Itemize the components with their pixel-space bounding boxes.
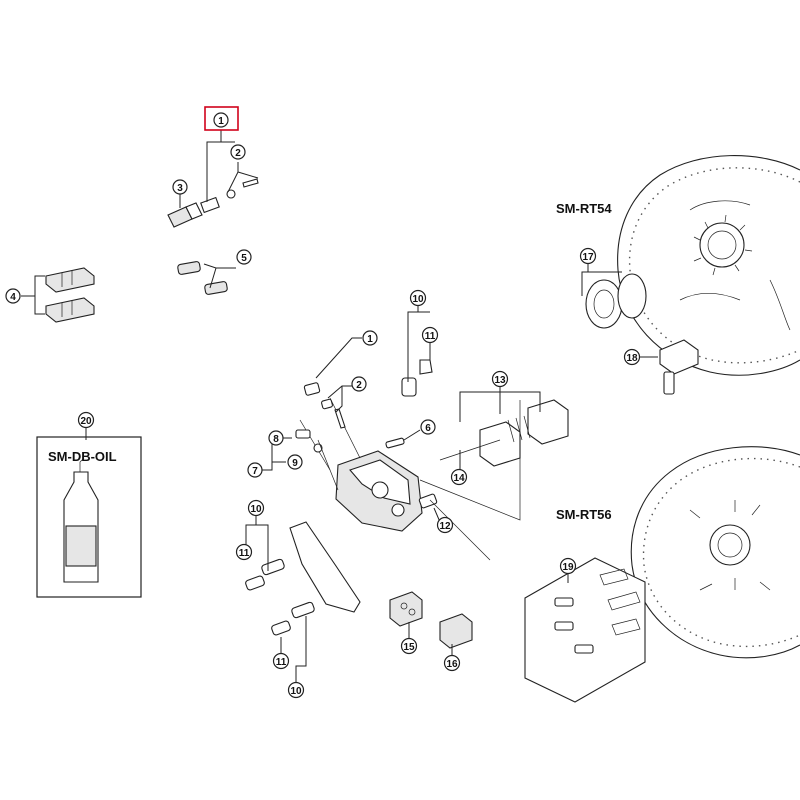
callout-20-text: 20 [80, 416, 92, 427]
callout-19-text: 19 [562, 562, 574, 573]
callout-2b: 2 [351, 376, 367, 392]
callout-11c: 11 [272, 652, 290, 670]
callout-8-text: 8 [273, 434, 279, 445]
callout-20: 20 [77, 411, 95, 429]
callout-10a: 10 [409, 289, 427, 307]
callout-18: 18 [623, 348, 641, 366]
callout-16: 16 [443, 654, 461, 672]
callout-19: 19 [559, 557, 577, 575]
brake-hose [120, 220, 310, 386]
callout-17-text: 17 [582, 252, 594, 263]
callouts: 1 2 3 4 5 1 2 10 11 13 6 8 7 9 14 12 10 … [5, 106, 641, 699]
callout-11a: 11 [421, 326, 439, 344]
lockring-17 [585, 273, 647, 329]
callout-13: 13 [491, 370, 509, 388]
rotor-sm-rt54 [617, 155, 800, 376]
callout-14-text: 14 [453, 473, 465, 484]
mount-adapter [245, 521, 361, 636]
callout-10c-text: 10 [290, 686, 302, 697]
callout-9-text: 9 [292, 458, 298, 469]
rotor-sm-rt56 [630, 446, 800, 659]
callout-2b-text: 2 [356, 380, 362, 391]
callout-12-text: 12 [439, 521, 451, 532]
callout-10b-text: 10 [250, 504, 262, 515]
callout-4-text: 4 [10, 292, 16, 303]
callout-10b: 10 [247, 499, 265, 517]
caliper-body [299, 397, 423, 532]
callout-2-text: 2 [235, 148, 241, 159]
callout-16-text: 16 [446, 659, 458, 670]
callout-6-text: 6 [425, 423, 431, 434]
label-sm-rt54: SM-RT54 [556, 201, 612, 216]
callout-11c-text: 11 [276, 657, 287, 668]
callout-11b: 11 [235, 543, 253, 561]
callout-14: 14 [450, 468, 468, 486]
callout-10a-text: 10 [412, 294, 424, 305]
callout-15-text: 15 [403, 642, 415, 653]
caliper-fittings [303, 359, 433, 429]
callout-3: 3 [172, 179, 188, 195]
callout-18-text: 18 [626, 353, 638, 364]
callout-5-text: 5 [241, 253, 247, 264]
callout-13-text: 13 [494, 375, 506, 386]
callout-1: 1 [213, 112, 229, 128]
oil-box [36, 436, 142, 598]
pad-pin-6 [385, 437, 405, 449]
callout-1b-text: 1 [367, 334, 373, 345]
callout-1b: 1 [362, 330, 378, 346]
callout-7-text: 7 [252, 466, 258, 477]
callout-2: 2 [230, 144, 246, 160]
callout-11b-text: 11 [239, 548, 250, 559]
leader-lines [21, 130, 658, 686]
callout-12: 12 [436, 516, 454, 534]
callout-4: 4 [5, 288, 21, 304]
rotor-bolts-19 [524, 557, 646, 703]
callout-3-text: 3 [177, 183, 183, 194]
callout-8: 8 [268, 430, 284, 446]
fittings-5 [177, 261, 228, 295]
callout-10c: 10 [287, 681, 305, 699]
callout-6: 6 [420, 419, 436, 435]
callout-17: 17 [579, 247, 597, 265]
highlight-box [204, 106, 239, 131]
hose-fitting-parts [167, 178, 259, 228]
label-sm-db-oil: SM-DB-OIL [48, 449, 117, 464]
callout-5: 5 [236, 249, 252, 265]
callout-9: 9 [287, 454, 303, 470]
brake-pads-13 [439, 399, 569, 467]
callout-7: 7 [247, 462, 263, 478]
label-sm-rt56: SM-RT56 [556, 507, 612, 522]
clamp-parts [45, 267, 95, 323]
pads-15-16 [389, 591, 473, 649]
bleed-parts [295, 429, 323, 453]
callout-11a-text: 11 [425, 331, 436, 342]
callout-1-text: 1 [218, 116, 224, 127]
tool-18 [659, 339, 699, 395]
bolt-12 [418, 493, 438, 509]
callout-15: 15 [400, 637, 418, 655]
